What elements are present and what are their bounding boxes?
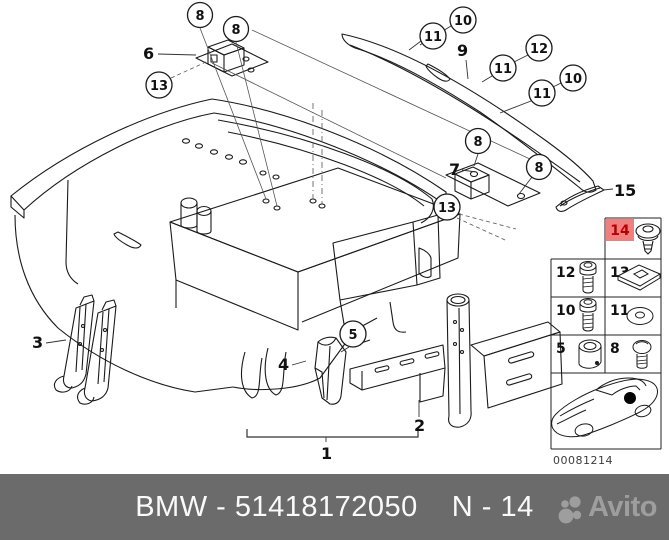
plain-labels: 6 9 7 15 3 4 2 1 xyxy=(32,41,636,463)
callout-circle-11a: 11 xyxy=(419,22,447,50)
svg-text:10: 10 xyxy=(556,303,576,319)
washer-icon xyxy=(626,307,654,325)
svg-text:11: 11 xyxy=(494,62,512,77)
avito-brand-text: Avito xyxy=(588,490,657,523)
table-row: 5 8 xyxy=(556,339,652,369)
svg-text:5: 5 xyxy=(348,328,357,343)
footer-bar: BMW - 51418172050 N - 14 Avito xyxy=(0,474,669,540)
svg-text:13: 13 xyxy=(150,79,168,94)
svg-text:12: 12 xyxy=(530,42,548,57)
image-number: 00081214 xyxy=(553,454,613,467)
exploded-parts-diagram: 8 8 10 11 12 11 10 11 8 8 xyxy=(10,1,662,467)
callout-circle-11b: 11 xyxy=(489,54,517,82)
highlighted-cell-14: 14 xyxy=(606,219,661,255)
label-4: 4 xyxy=(278,355,289,374)
hex-socket-bolt-icon xyxy=(579,261,597,294)
callout-circle-12a: 12 xyxy=(525,34,553,62)
part-number-text: BMW - 51418172050 xyxy=(135,490,418,523)
table-borders xyxy=(550,217,662,450)
label-9: 9 xyxy=(457,41,468,60)
callout-circle-11c: 11 xyxy=(528,79,556,107)
callout-circle-8c: 8 xyxy=(464,127,492,155)
callout-circle-8d: 8 xyxy=(525,153,553,181)
clamp-plate-icon xyxy=(616,264,662,291)
oval-head-screw-icon xyxy=(632,340,652,369)
bracket-part7-drawing xyxy=(445,162,541,207)
svg-text:8: 8 xyxy=(195,9,204,24)
label-2: 2 xyxy=(414,416,425,435)
expanding-rivet-icon xyxy=(635,223,661,255)
car-location-thumbnail xyxy=(551,377,658,438)
svg-text:8: 8 xyxy=(610,341,620,357)
catalog-code-text: N - 14 xyxy=(451,490,534,523)
strip-part15-drawing xyxy=(555,185,606,212)
svg-text:10: 10 xyxy=(454,14,472,29)
callout-leader-lines xyxy=(45,25,614,442)
callout-circle-5a: 5 xyxy=(339,320,367,348)
hex-socket-bolt-long-icon xyxy=(579,298,597,332)
label-6: 6 xyxy=(143,44,154,63)
brackets-part3-drawing xyxy=(53,294,117,405)
highlighted-part-number: 14 xyxy=(610,223,630,239)
callout-circle-8b: 8 xyxy=(222,15,250,43)
part-location-dot xyxy=(624,392,636,404)
bracket-part6-drawing xyxy=(195,39,269,77)
circled-callouts: 8 8 10 11 12 11 10 11 8 8 xyxy=(145,1,587,348)
avito-watermark: Avito xyxy=(553,474,657,540)
svg-text:8: 8 xyxy=(534,161,543,176)
label-7: 7 xyxy=(449,160,460,179)
rail-part2-drawing xyxy=(349,293,563,428)
svg-text:10: 10 xyxy=(564,72,582,87)
svg-text:13: 13 xyxy=(438,201,456,216)
bulkhead-panel-drawing xyxy=(10,98,461,399)
construction-lines xyxy=(170,27,546,241)
callout-circle-10a: 10 xyxy=(449,6,477,34)
table-row: 10 11 xyxy=(556,298,654,332)
table-row: 12 13 xyxy=(556,261,662,294)
label-1: 1 xyxy=(321,444,332,463)
callout-circle-8a: 8 xyxy=(186,1,214,29)
callout-circle-13a: 13 xyxy=(145,71,173,99)
label-15: 15 xyxy=(614,181,636,200)
fastener-legend-table: 14 12 13 xyxy=(550,217,662,467)
svg-text:8: 8 xyxy=(231,23,240,38)
avito-logo-icon xyxy=(558,496,582,524)
svg-text:11: 11 xyxy=(533,87,551,102)
label-3: 3 xyxy=(32,333,43,352)
callout-circle-10b: 10 xyxy=(559,64,587,92)
svg-text:8: 8 xyxy=(473,135,482,150)
svg-text:11: 11 xyxy=(424,30,442,45)
svg-text:11: 11 xyxy=(610,303,629,319)
svg-text:12: 12 xyxy=(556,265,575,281)
svg-text:5: 5 xyxy=(556,341,566,357)
spacer-bush-icon xyxy=(578,339,602,369)
highlight-box xyxy=(606,219,634,241)
wedge-part4-drawing xyxy=(314,336,347,405)
callout-circle-13b: 13 xyxy=(433,193,461,221)
